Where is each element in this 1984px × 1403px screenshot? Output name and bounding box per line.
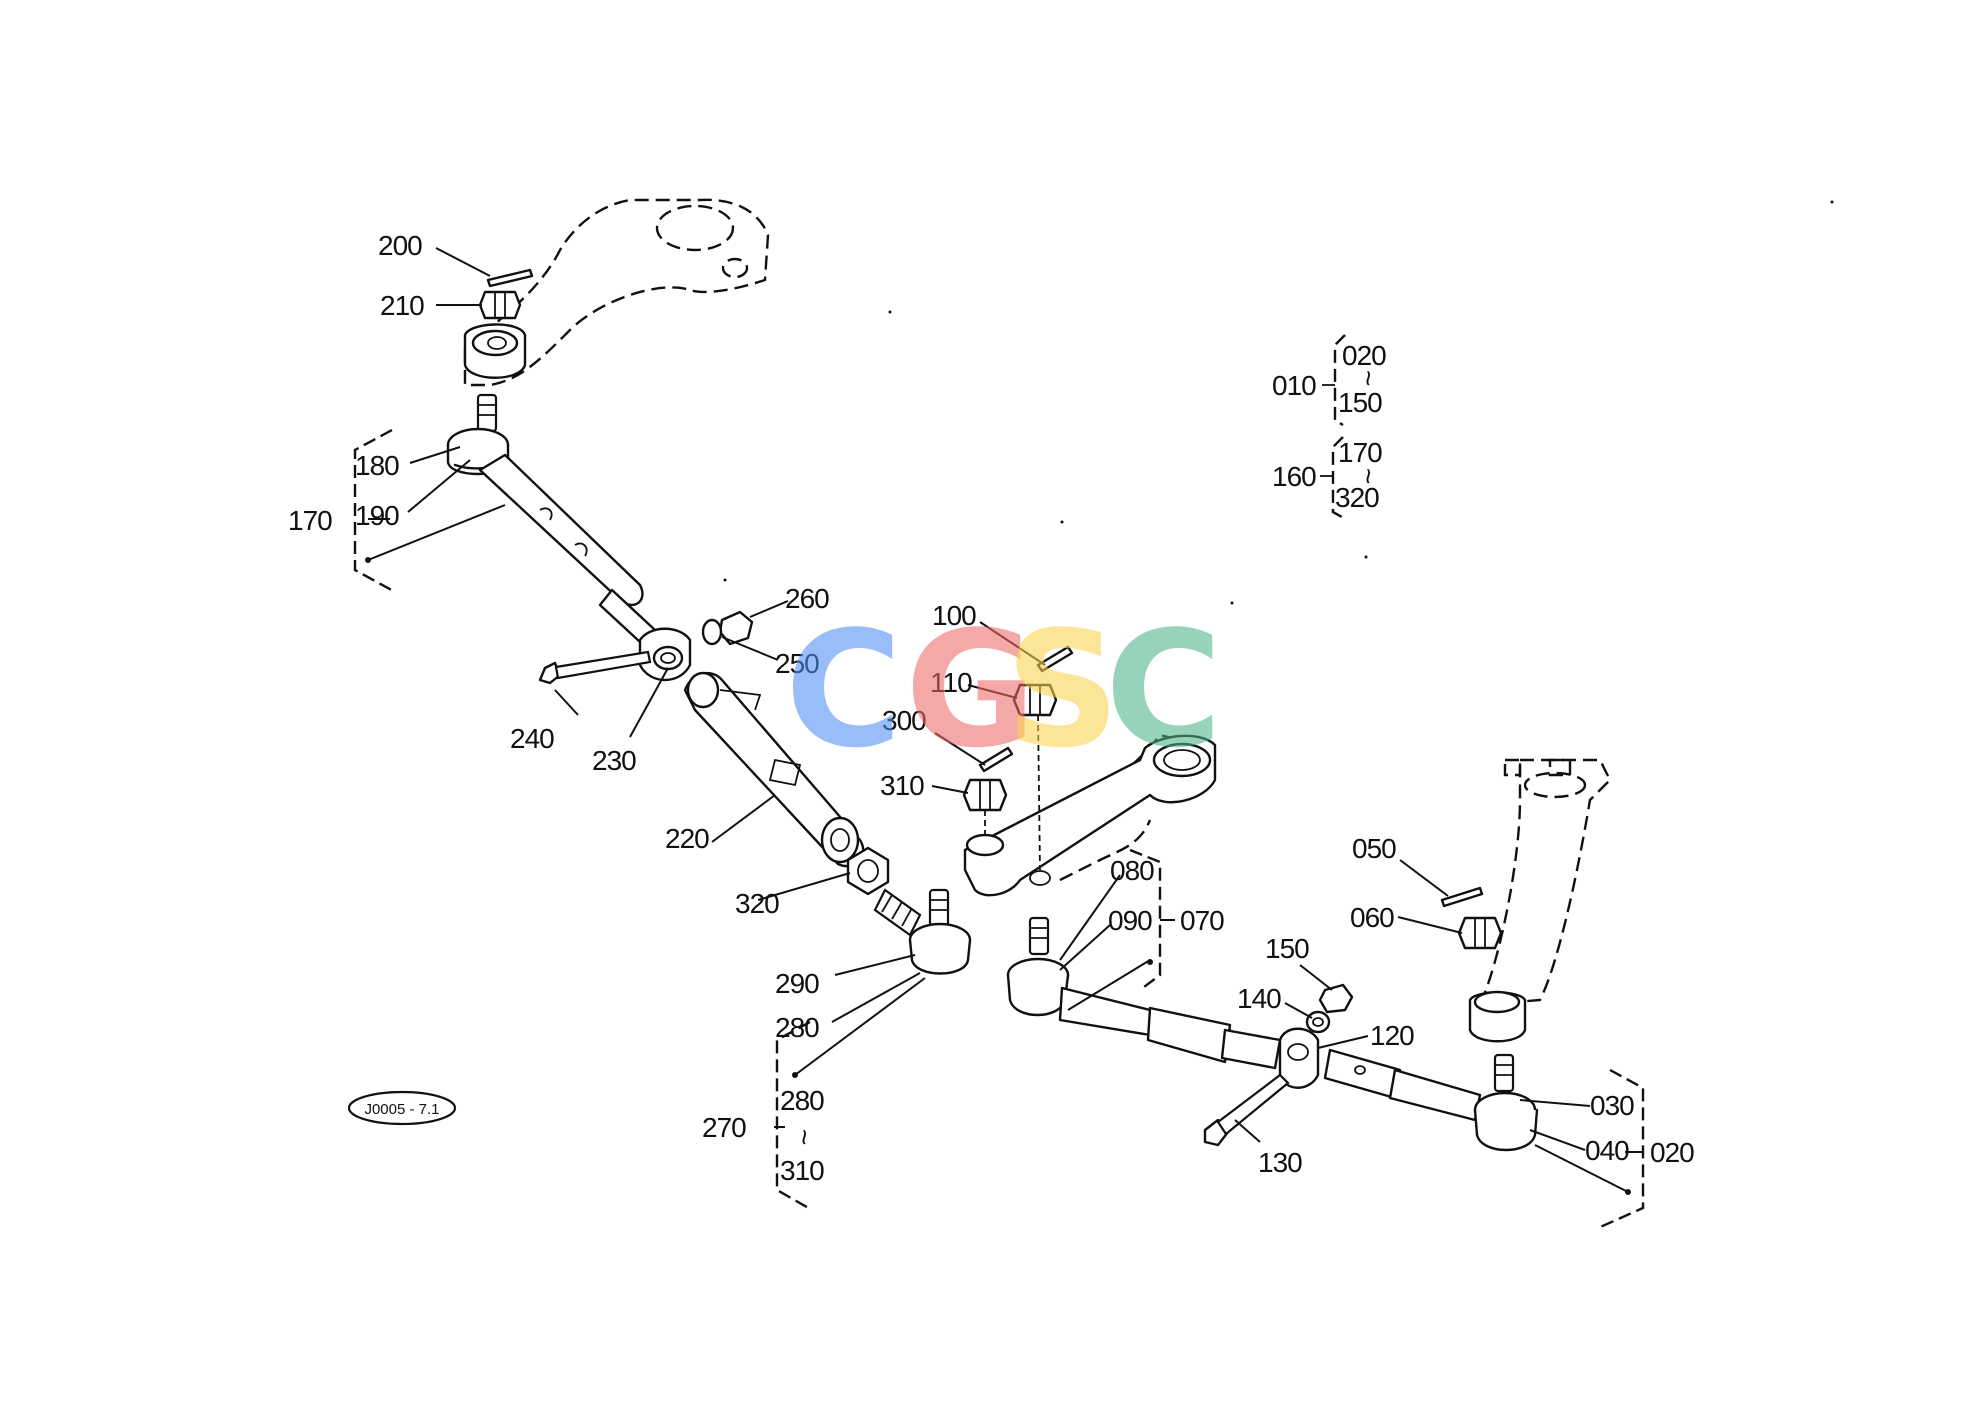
callout-150-upper: 150	[1338, 387, 1382, 418]
castle-nut-110	[1012, 683, 1058, 717]
tie-rod-right	[1058, 986, 1482, 1122]
reference-code-badge: J0005 - 7.1	[347, 1090, 457, 1126]
bracket-160	[1320, 436, 1344, 519]
leader-lines	[365, 247, 1643, 1195]
callout-310-upper: 310	[880, 770, 924, 801]
callout-120: 120	[1370, 1020, 1414, 1051]
callout-240: 240	[510, 723, 554, 754]
clamp-120	[1278, 1027, 1320, 1089]
callout-320-upper: 320	[1335, 482, 1379, 513]
callout-280-upper: 280	[775, 1012, 819, 1043]
callout-020-lower: 020	[1650, 1137, 1694, 1168]
castle-nut-310	[962, 778, 1008, 812]
watermark-letter-1: C	[785, 596, 902, 783]
tie-rod-end-030	[1473, 1053, 1539, 1152]
callout-300: 300	[882, 705, 926, 736]
callout-170-upper: 170	[1338, 437, 1382, 468]
reference-code: J0005 - 7.1	[364, 1101, 439, 1118]
callout-230: 230	[592, 745, 636, 776]
callout-270: 270	[702, 1112, 746, 1143]
knuckle-arm-right	[1468, 758, 1612, 1043]
bracket-170	[353, 428, 396, 594]
callout-040: 040	[1585, 1135, 1629, 1166]
cotter-pin-200	[486, 268, 534, 288]
callout-250: 250	[775, 648, 819, 679]
callout-030: 030	[1590, 1090, 1634, 1121]
callout-130: 130	[1258, 1147, 1302, 1178]
callout-labels: 200 210 180 170 190 260 250 240 230 220 …	[288, 230, 1695, 1186]
nut-150	[1318, 983, 1354, 1014]
tie-rod-end-080	[1006, 916, 1070, 1017]
callout-280-lower: 280	[780, 1085, 824, 1116]
lock-nut-320	[846, 846, 890, 896]
knuckle-arm-left	[463, 198, 770, 387]
callout-020-upper: 020	[1342, 340, 1386, 371]
callout-210: 210	[380, 290, 424, 321]
callout-190: 190	[355, 500, 399, 531]
tie-rod-left	[478, 453, 659, 646]
range-mark-270: ~	[789, 1129, 820, 1145]
callout-310-lower: 310	[780, 1155, 824, 1186]
callout-010: 010	[1272, 370, 1316, 401]
callout-080: 080	[1110, 855, 1154, 886]
bracket-070	[1129, 848, 1162, 991]
callout-170-left: 170	[288, 505, 332, 536]
callout-160: 160	[1272, 461, 1316, 492]
watermark: C G S C	[785, 596, 1222, 783]
watermark-letter-4: C	[1105, 596, 1222, 783]
range-mark-160: ~	[1353, 468, 1384, 484]
castle-nut-210	[478, 290, 522, 320]
callout-050: 050	[1352, 833, 1396, 864]
tie-rod-end-290	[873, 888, 972, 975]
callout-200: 200	[378, 230, 422, 261]
callout-110: 110	[930, 667, 972, 698]
callout-090: 090	[1108, 905, 1152, 936]
idler-arm-center	[963, 733, 1217, 897]
washer-140	[1305, 1010, 1331, 1034]
watermark-letter-2: G	[905, 596, 1036, 783]
callout-180: 180	[355, 450, 399, 481]
callout-100: 100	[932, 600, 976, 631]
washer-250	[701, 618, 723, 646]
adjuster-tube-220	[683, 671, 865, 868]
bracket-010	[1322, 334, 1346, 427]
callout-150-lower: 150	[1265, 933, 1309, 964]
cotter-pin-050	[1440, 886, 1484, 908]
callout-140: 140	[1237, 983, 1281, 1014]
callout-070: 070	[1180, 905, 1224, 936]
callout-260: 260	[785, 583, 829, 614]
callout-320-lower: 320	[735, 888, 779, 919]
callout-060: 060	[1350, 902, 1394, 933]
range-mark-010: ~	[1353, 370, 1384, 386]
bracket-020b	[1597, 1068, 1645, 1230]
watermark-letter-3: S	[1005, 596, 1120, 783]
bolt-130	[1203, 1073, 1290, 1147]
scan-specks	[723, 200, 1834, 605]
callout-220: 220	[665, 823, 709, 854]
cotter-pin-100	[1036, 645, 1074, 673]
castle-nut-060	[1457, 916, 1503, 950]
cotter-pin-300	[978, 746, 1014, 773]
callout-290: 290	[775, 968, 819, 999]
bolt-240	[538, 650, 652, 685]
